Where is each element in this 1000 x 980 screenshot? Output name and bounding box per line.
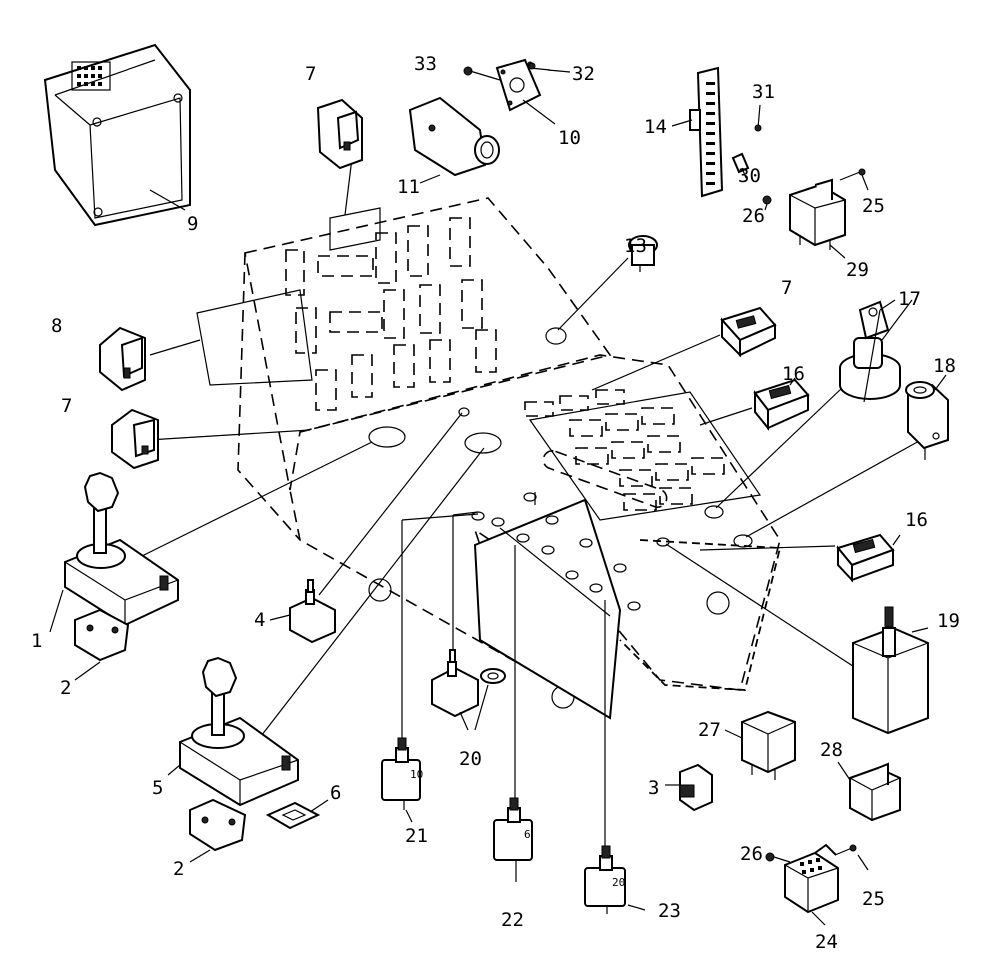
indicator-lamp xyxy=(628,235,658,272)
callout-3: 3 xyxy=(648,777,659,799)
rocker-switch-16-upper xyxy=(753,378,810,431)
callout-18: 18 xyxy=(933,355,956,377)
toggle-switch-4 xyxy=(269,579,336,644)
callout-19: 19 xyxy=(937,610,960,632)
callout-27: 27 xyxy=(698,719,721,741)
callout-labels: 1 2 2 3 4 5 6 7 7 7 8 9 10 11 13 14 16 1… xyxy=(31,53,960,953)
relay-socket xyxy=(765,843,869,926)
rocker-switch-top xyxy=(316,98,363,170)
callout-26a: 26 xyxy=(742,205,765,227)
callout-20: 20 xyxy=(459,748,482,770)
socket-plate xyxy=(463,58,571,125)
callout-6: 6 xyxy=(330,782,341,804)
callout-7a: 7 xyxy=(305,63,316,85)
callout-7c: 7 xyxy=(781,277,792,299)
rocker-switch-7-left xyxy=(111,408,159,470)
callout-5: 5 xyxy=(152,777,163,799)
small-switch-3 xyxy=(665,763,713,812)
switch-cutouts-upper xyxy=(196,207,497,411)
control-box xyxy=(43,43,191,227)
breaker-rating-21: 10 xyxy=(410,768,423,781)
callout-24: 24 xyxy=(815,931,838,953)
key-switch xyxy=(839,300,901,400)
breaker-rating-22: 6 xyxy=(524,828,531,841)
callout-13: 13 xyxy=(624,235,647,257)
buzzer-box xyxy=(852,606,929,735)
connector-plug xyxy=(408,96,500,184)
callout-21: 21 xyxy=(405,825,428,847)
rocker-switch-8 xyxy=(99,326,146,392)
toggle-switch-20 xyxy=(431,649,506,731)
callout-11: 11 xyxy=(397,176,420,198)
callout-8: 8 xyxy=(51,315,62,337)
terminal-strip xyxy=(671,66,724,198)
callout-7b: 7 xyxy=(61,395,72,417)
switch-cutouts-right xyxy=(524,389,762,521)
rocker-switch-7-right xyxy=(720,306,777,358)
callout-22: 22 xyxy=(501,909,524,931)
spacer-and-screw xyxy=(731,104,762,179)
callout-2a: 2 xyxy=(60,677,71,699)
callout-33: 33 xyxy=(414,53,437,75)
rocker-switch-16-lower xyxy=(836,533,895,583)
callout-25a: 25 xyxy=(862,195,885,217)
circuit-breaker-21: 10 xyxy=(381,737,423,823)
gasket-plate xyxy=(265,799,329,830)
callout-28: 28 xyxy=(820,739,843,761)
relay-28 xyxy=(837,761,901,822)
callout-16a: 16 xyxy=(782,363,805,385)
lock-cylinder xyxy=(905,381,949,460)
panel-holes xyxy=(368,327,753,548)
relay-27 xyxy=(724,710,796,780)
callout-31: 31 xyxy=(752,81,775,103)
callout-29: 29 xyxy=(846,259,869,281)
joystick-5 xyxy=(167,656,299,863)
callout-14: 14 xyxy=(644,116,667,138)
relay-top xyxy=(762,168,869,259)
callout-1: 1 xyxy=(31,630,42,652)
callout-4: 4 xyxy=(254,609,265,631)
more-leaders xyxy=(789,299,947,633)
callout-2b: 2 xyxy=(173,858,184,880)
callout-17: 17 xyxy=(898,288,921,310)
breaker-rating-23: 20 xyxy=(612,876,625,889)
joystick-1 xyxy=(49,471,179,681)
callout-30: 30 xyxy=(738,165,761,187)
callout-32: 32 xyxy=(572,63,595,85)
callout-16b: 16 xyxy=(905,509,928,531)
callout-10: 10 xyxy=(558,127,581,149)
leader-lines xyxy=(139,157,922,858)
callout-25b: 25 xyxy=(862,888,885,910)
breaker-panel-box xyxy=(473,498,641,720)
circuit-breaker-23: 20 xyxy=(584,845,646,914)
circuit-breaker-22: 6 xyxy=(493,797,533,882)
callout-9: 9 xyxy=(187,213,198,235)
callout-23: 23 xyxy=(658,900,681,922)
callout-26b: 26 xyxy=(740,843,763,865)
